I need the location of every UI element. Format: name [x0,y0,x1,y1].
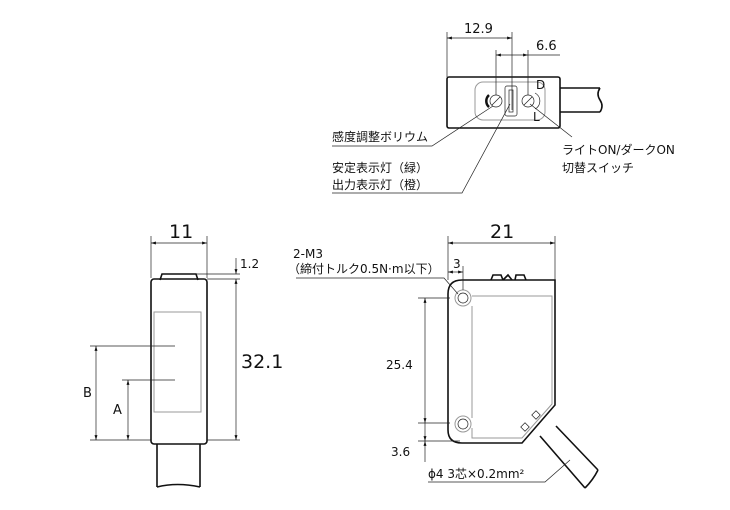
lens-window [153,311,202,413]
mount-hole-icon [457,418,469,430]
dim-25-4: 25.4 [386,358,413,372]
indicator-led [504,85,518,117]
top-tab [159,273,199,281]
dim-11: 11 [169,221,193,243]
dim-1-2: 1.2 [240,257,259,271]
dim-b: B [83,386,92,401]
label-output-led: 出力表示灯（橙） [332,177,428,192]
cable-side [156,444,201,488]
control-panel [474,81,546,121]
label-sensitivity: 感度調整ボリウム [332,129,428,144]
side-view: 11 1.2 32.1 B A [83,221,283,488]
sensor-body-front [447,279,556,444]
cable-top [560,87,603,113]
label-stability-led: 安定表示灯（緑） [332,160,428,175]
dim-a: A [113,403,122,418]
dim-21: 21 [490,221,514,243]
dim-3-6: 3.6 [391,445,410,459]
label-mode-switch: ライトON/ダークON [562,142,675,157]
dim-32-1: 32.1 [241,351,283,373]
dim-3: 3 [453,257,461,271]
screw-label: 2-M3 [293,247,323,261]
torque-label: （締付トルク0.5N·m以下） [288,261,440,276]
cable-label: ϕ4 3芯×0.2mm² [428,467,525,481]
label-mode-switch-2: 切替スイッチ [562,161,634,175]
mount-hole-icon [457,292,469,304]
top-view: D L 12.9 6.6 感度調整ボリウム 安定表示灯（緑） 出力表示灯（橙） … [332,22,675,194]
dim-12-9: 12.9 [464,22,493,37]
cable-front [539,425,599,489]
front-view: 21 3 2-M3 （締付トルク0.5N·m以下） 25.4 3.6 ϕ4 3芯… [288,221,599,489]
sensor-body-side [150,278,208,445]
dim-6-6: 6.6 [536,39,557,54]
sensor-body-top [446,76,561,129]
light-mark: L [533,110,540,124]
dark-mark: D [536,78,545,92]
